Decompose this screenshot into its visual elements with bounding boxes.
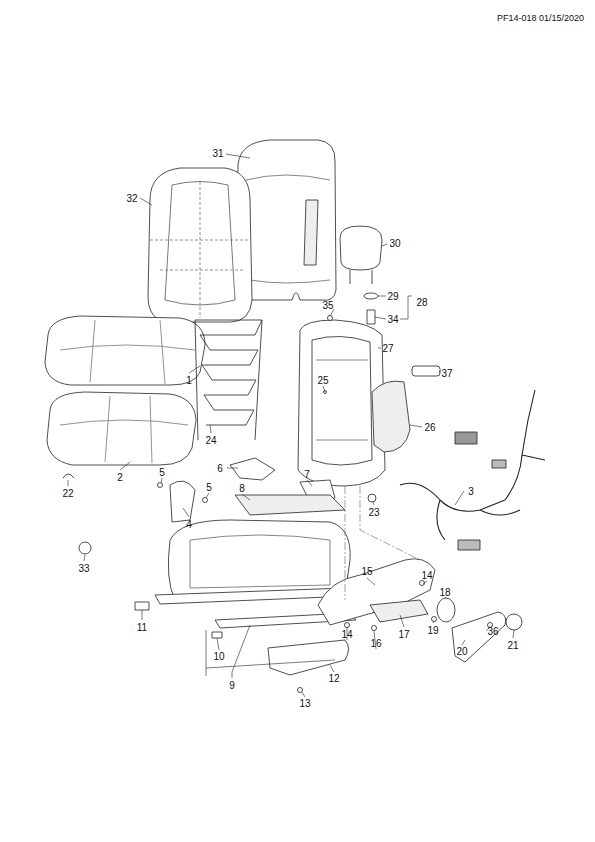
callout-number: 23 (367, 507, 380, 518)
callout-number: 3 (467, 486, 475, 497)
knob (437, 598, 455, 622)
reference-code: PF14-018 01/15/2020 (496, 13, 585, 24)
spring-mat (195, 320, 262, 440)
callout-number: 5 (205, 482, 213, 493)
headrest-guide (367, 310, 375, 324)
callout-number: 37 (440, 368, 453, 379)
callout-number: 9 (228, 680, 236, 691)
knob (506, 614, 522, 630)
callout-number: 5 (158, 467, 166, 478)
callout-number: 14 (420, 570, 433, 581)
release-handle (412, 366, 440, 376)
callout-number: 15 (360, 566, 373, 577)
cushion-cover (45, 316, 205, 385)
outer-trim (268, 640, 349, 675)
callout-number: 11 (136, 622, 148, 633)
callout-number: 7 (303, 469, 311, 480)
recline-cover (370, 600, 428, 622)
headrest-guide-ring (364, 293, 378, 299)
callout-number: 29 (386, 291, 399, 302)
callout-number: 32 (125, 193, 138, 204)
connector (455, 432, 477, 444)
callout-number: 36 (486, 626, 499, 637)
callout-number: 31 (211, 148, 224, 159)
callout-number: 30 (388, 238, 401, 249)
leader-lines (68, 154, 514, 697)
callout-number: 33 (77, 563, 90, 574)
callout-number: 16 (369, 638, 382, 649)
callout-number: 35 (321, 300, 334, 311)
callout-number: 4 (185, 519, 193, 530)
seat-frame (168, 520, 350, 600)
callout-number: 1 (185, 375, 193, 386)
wiring-harness (400, 390, 545, 540)
side-shield (170, 481, 195, 522)
callout-number: 21 (506, 640, 519, 651)
headrest (340, 226, 382, 270)
callout-number: 17 (397, 629, 410, 640)
callout-number: 2 (116, 472, 124, 483)
callout-number: 28 (415, 297, 428, 308)
connector (492, 460, 506, 468)
callout-number: 34 (386, 314, 399, 325)
callout-number: 10 (212, 651, 225, 662)
callout-number: 25 (316, 375, 329, 386)
callout-number: 8 (238, 483, 246, 494)
side-trim (318, 559, 435, 625)
seat-pan-mechanism (235, 495, 345, 515)
inner-trim (452, 612, 506, 662)
callout-number: 6 (216, 463, 224, 474)
callout-number: 19 (426, 625, 439, 636)
callout-number: 24 (204, 435, 217, 446)
plug (79, 542, 91, 554)
callout-number: 22 (61, 488, 74, 499)
clip (212, 632, 222, 638)
cushion-pad (47, 392, 196, 465)
bracket (230, 458, 275, 480)
side-airbag (372, 381, 410, 452)
callout-number: 13 (298, 698, 311, 709)
callout-number: 12 (327, 673, 340, 684)
seatback-frame (298, 320, 385, 486)
connector (458, 540, 480, 550)
callout-number: 27 (381, 343, 394, 354)
callout-number: 26 (423, 422, 436, 433)
callout-number: 18 (438, 587, 451, 598)
assembly-lines (345, 486, 420, 600)
callout-number: 20 (455, 646, 468, 657)
seatback-cover (148, 168, 252, 322)
clip (135, 602, 149, 610)
callout-number: 14 (340, 629, 353, 640)
